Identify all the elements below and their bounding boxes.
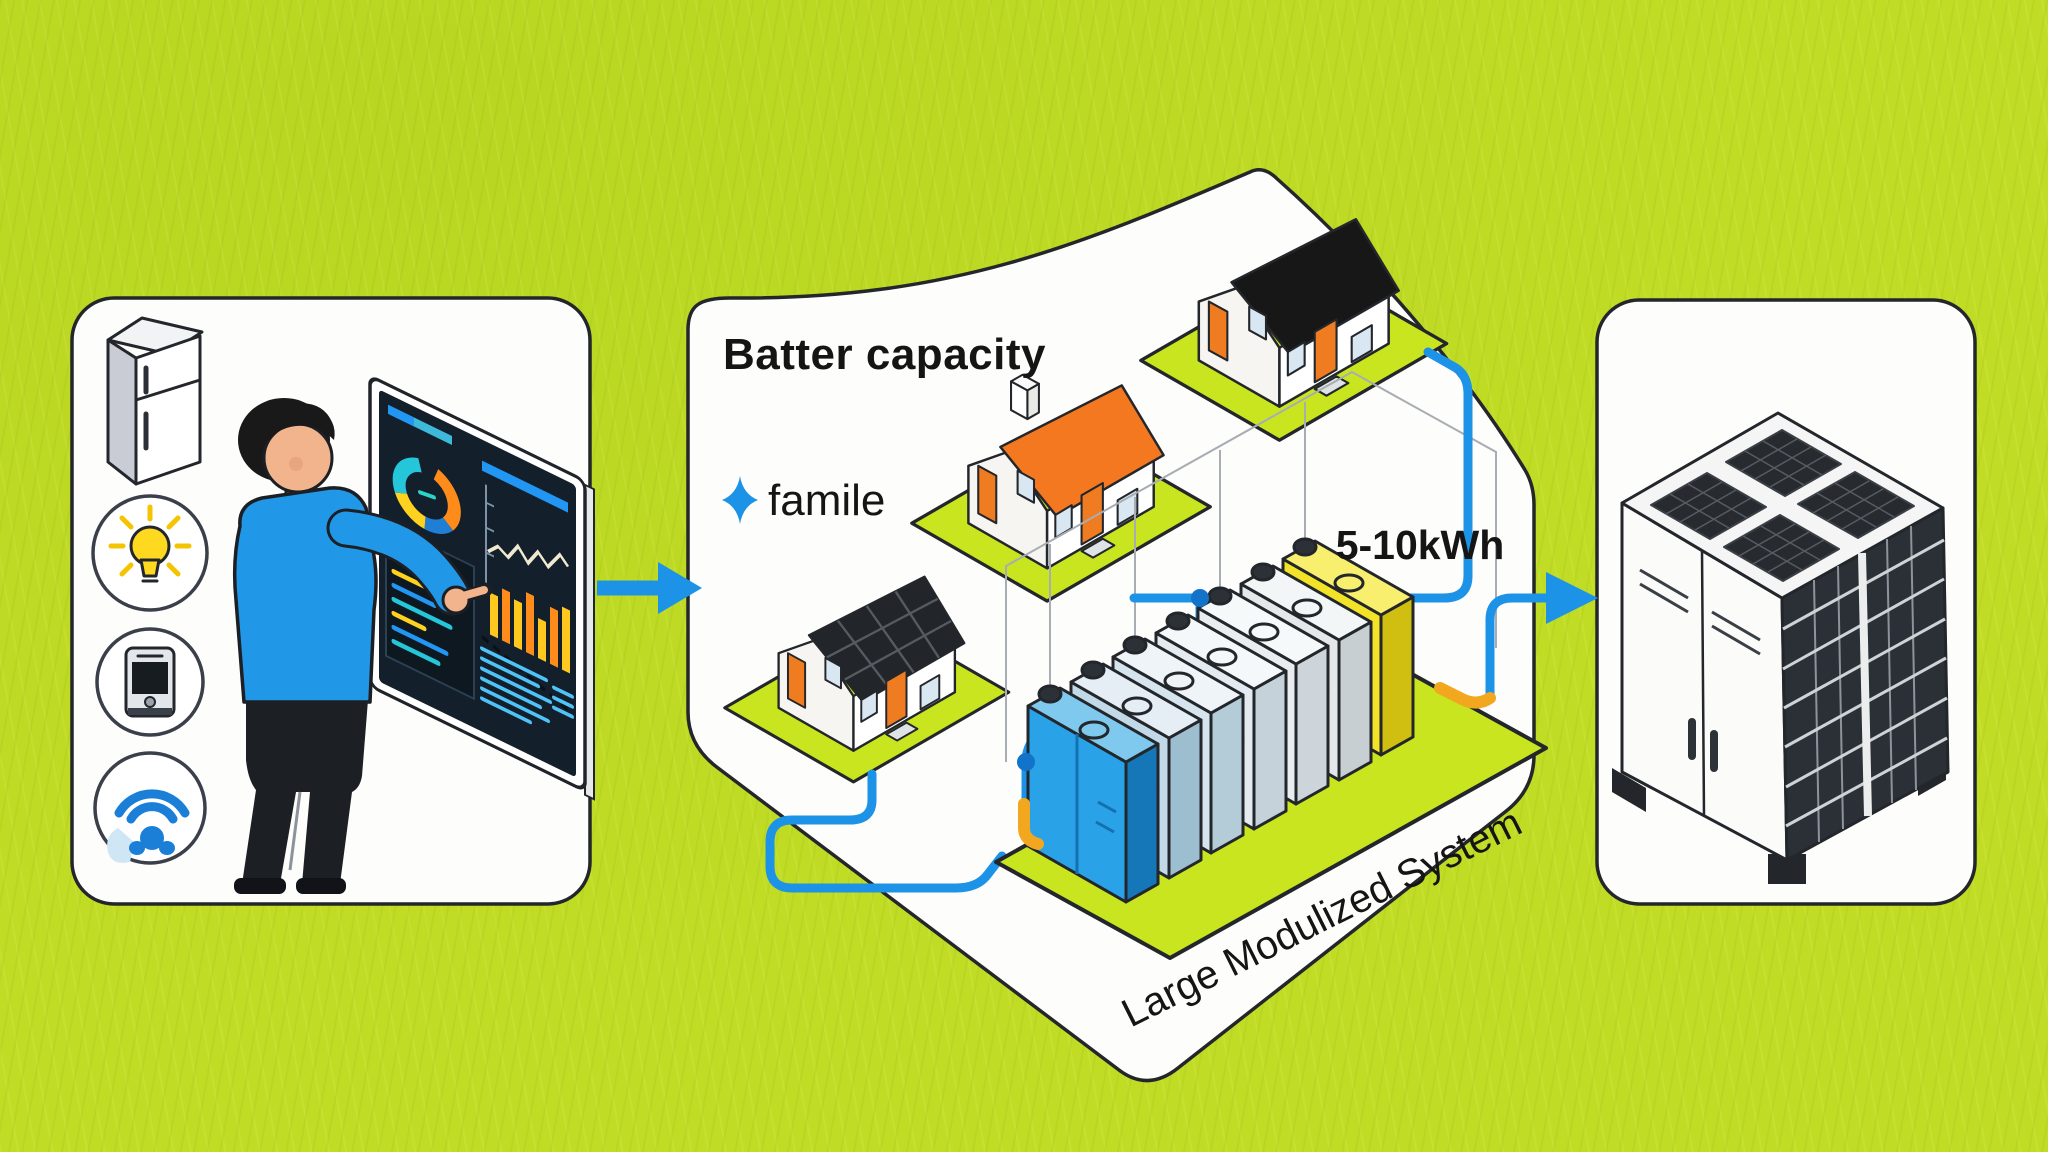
light-bulb-icon <box>91 494 209 612</box>
flow-arrow-left-to-middle <box>597 562 702 614</box>
solar-panel-grid <box>826 590 952 688</box>
wire-node <box>1191 589 1209 607</box>
flow-arrow-middle-to-right <box>1546 572 1598 624</box>
wifi-icon <box>93 751 207 865</box>
orange-connectors <box>1018 682 1496 850</box>
panel-title: Batter capacity <box>723 330 1046 379</box>
wire-node <box>1017 753 1035 771</box>
refrigerator-icon <box>106 316 204 486</box>
cabinet-top-grid <box>1665 438 1899 573</box>
bar-chart <box>490 588 570 674</box>
cabinet-doors <box>1639 550 1761 817</box>
capacity-label: 5-10kWh <box>1335 522 1505 568</box>
black-roof-house <box>1139 218 1449 442</box>
cabinet-mesh-face <box>1782 525 1948 843</box>
family-label: famile <box>768 476 886 525</box>
battery-module-blue <box>1026 684 1160 904</box>
seven-module-battery-row <box>1026 537 1415 904</box>
large-modular-battery-cabinet <box>1612 411 1950 884</box>
smartphone-icon <box>95 627 205 737</box>
orange-roof-house <box>910 373 1212 603</box>
four-point-star-icon <box>722 476 758 524</box>
battery-wireframe <box>1005 370 1497 762</box>
line-chart <box>486 543 570 570</box>
donut-chart <box>392 457 461 534</box>
person-pointing-at-dashboard <box>232 398 493 894</box>
analytics-dashboard-screen <box>368 377 595 801</box>
text-lines <box>480 646 574 725</box>
solar-roof-house <box>723 575 1011 784</box>
